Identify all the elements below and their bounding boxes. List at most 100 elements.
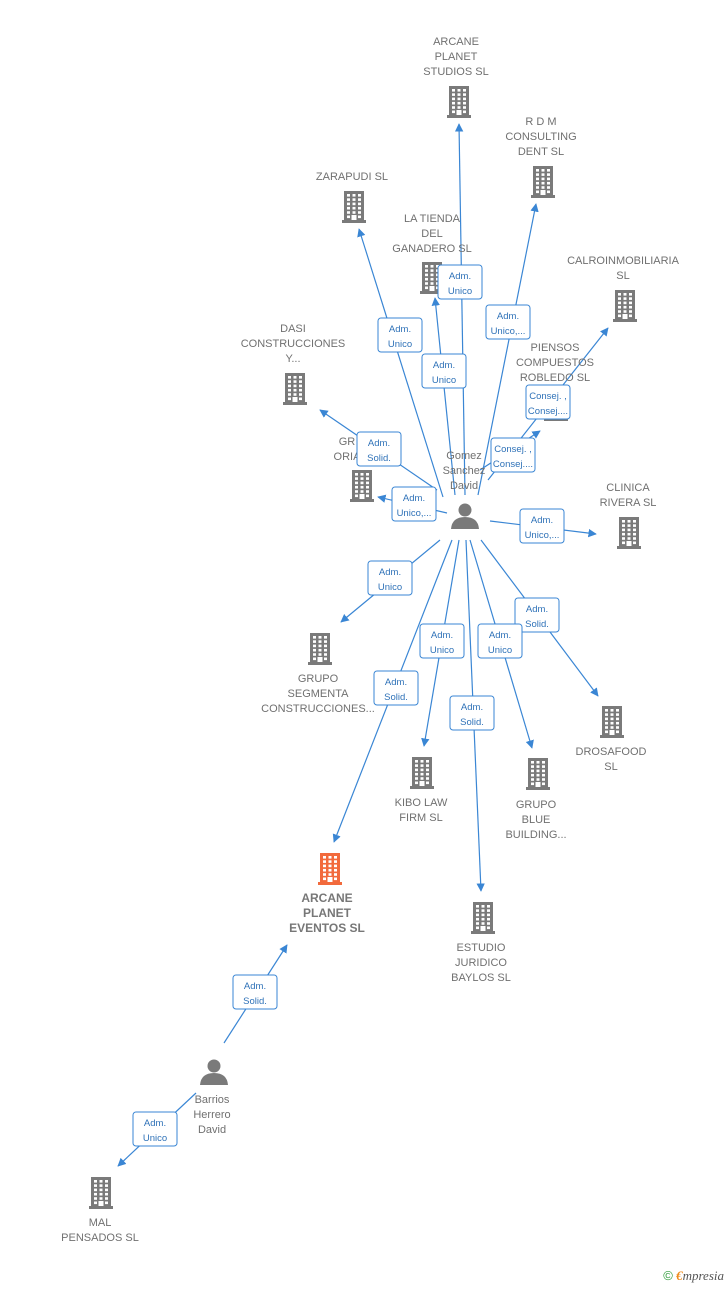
building-icon [89,1177,113,1209]
edge-label-text: Adm. [379,567,401,578]
node-label: LA TIENDA [404,213,461,225]
node-label: David [450,480,478,492]
node-label: BUILDING... [505,829,566,841]
edge-label-text: Unico [432,375,456,386]
node-dasi[interactable]: DASICONSTRUCCIONESY... [241,323,346,405]
edge-label-text: Consej.... [493,459,533,470]
node-label: Barrios [195,1094,230,1106]
edge-label-text: Unico [143,1133,167,1144]
node-grupo_oria[interactable]: GR ORIA [334,436,374,502]
node-blue[interactable]: GRUPOBLUEBUILDING... [505,758,567,841]
edge-label-gomez-drosafood[interactable]: Adm.Solid. [514,597,560,633]
edge-label-box [437,264,483,300]
building-icon [283,373,307,405]
edge-label-text: Consej. , [529,391,567,402]
node-label: BLUE [522,814,551,826]
edge-label-text: Consej. , [494,444,532,455]
node-label: KIBO LAW [395,797,448,809]
node-label: COMPUESTOS [516,357,594,369]
node-label: ROBLEDO SL [520,372,590,384]
edge-label-gomez-arcane_studios[interactable]: Adm.Unico [437,264,483,300]
building-icon [471,902,495,934]
brand-e: € [676,1268,683,1283]
edge-label-box [419,623,465,659]
edge-label-text: Adm. [403,493,425,504]
edge-label-gomez-eventos[interactable]: Adm.Solid. [373,670,419,706]
edge-label-box [485,304,531,340]
edge-label-box [477,623,523,659]
building-icon [613,290,637,322]
edge-label-text: Solid. [384,692,408,703]
edge-label-box [449,695,495,731]
edge-label-text: Unico [488,645,512,656]
node-label: PLANET [303,906,352,920]
node-label: DASI [280,323,306,335]
edge-label-gomez-baylos[interactable]: Adm. Solid. [449,695,495,731]
edge-label-barrios-eventos[interactable]: Adm. Solid. [232,974,278,1010]
node-zarapudi[interactable]: ZARAPUDI SL [316,171,388,223]
edge-label-text: Adm. [461,702,483,713]
person-icon [451,503,479,529]
edge-label-text: Unico [378,582,402,593]
node-label: ORIA [334,451,362,463]
edge-label-text: Solid. [243,996,267,1007]
edge-label-gomez-zarapudi[interactable]: Adm. Unico [377,317,423,353]
edge-label-gomez-blue[interactable]: Adm. Unico [477,623,523,659]
node-label: CONSTRUCCIONES [241,338,346,350]
edge-label-box [232,974,278,1010]
edge-label-text: Adm. [489,630,511,641]
edge-label-gomez-clinica[interactable]: Adm.Unico,... [519,508,565,544]
edge-label-box [377,317,423,353]
edge-label-text: Solid. [460,717,484,728]
edge-label-box [525,384,571,420]
edge-label-gomez-grupo_oria[interactable]: Adm.Unico,... [391,486,437,522]
edge-label-gomez-tienda[interactable]: Adm.Unico [421,353,467,389]
edge-label-barrios-mal[interactable]: Adm.Unico [132,1111,178,1147]
edge-label-gomez-calro[interactable]: Consej. ,Consej.... [525,384,571,420]
edge-line-gomez-arcane_studios [454,123,466,496]
node-label: ZARAPUDI SL [316,171,388,183]
edge-label-gomez-kibo[interactable]: Adm.Unico [419,623,465,659]
edge-label-gomez-piensos[interactable]: Consej. , Consej.... [490,437,536,473]
edge-label-box [356,431,402,467]
building-icon [342,191,366,223]
edge-label-text: Adm. [389,324,411,335]
edge-label-gomez-segmenta[interactable]: Adm. Unico [367,560,413,596]
edge-label-text: Unico [430,645,454,656]
node-label: JURIDICO [455,957,507,969]
edge-label-gomez-rdm[interactable]: Adm.Unico,... [485,304,531,340]
edge-label-gomez-dasi[interactable]: Adm.Solid. [356,431,402,467]
edge-label-text: Unico,... [491,326,526,337]
node-label: SL [604,761,617,773]
edge-line-gomez-zarapudi [357,228,444,498]
edge-label-text: Adm. [531,515,553,526]
edge-label-text: Adm. [244,981,266,992]
copyright-icon: © [663,1268,673,1283]
edge-label-box [367,560,413,596]
node-label: RIVERA SL [600,497,657,509]
node-label: Sanchez [443,465,486,477]
node-label: DENT SL [518,146,564,158]
node-label: SL [616,270,629,282]
building-icon [600,706,624,738]
edge-label-text: Unico [388,339,412,350]
node-label: GR [339,436,356,448]
node-segmenta[interactable]: GRUPOSEGMENTACONSTRUCCIONES... [261,633,375,715]
empresia-logo[interactable]: © €mpresia [663,1268,724,1284]
edge-labels-layer: Adm.UnicoAdm.Unico,...Adm.UnicoAdm.Unico… [132,264,571,1147]
edge-line-gomez-rdm [477,203,539,496]
